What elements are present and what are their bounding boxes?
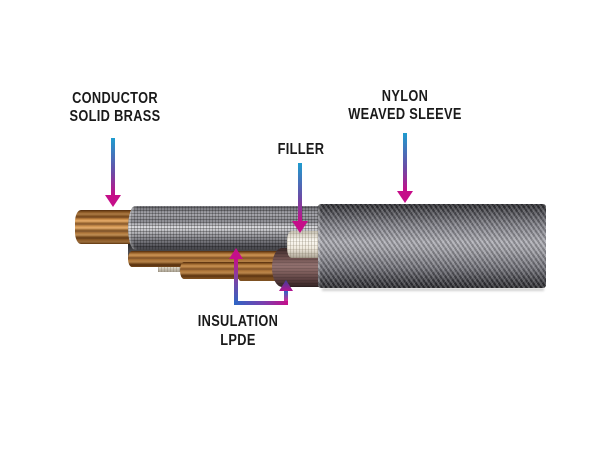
insulation-left-arrow-up-icon xyxy=(229,248,243,259)
label-nylon-line2: WEAVED SLEEVE xyxy=(348,106,462,123)
label-insulation-lpde: INSULATION LPDE xyxy=(158,312,318,350)
filler-arrow-shaft xyxy=(298,163,302,221)
label-conductor-line2: SOLID BRASS xyxy=(69,108,161,125)
label-filler: FILLER xyxy=(251,141,351,159)
insulation-bracket-line xyxy=(234,301,288,305)
label-conductor-line1: CONDUCTOR xyxy=(72,90,158,107)
nylon-arrow-shaft xyxy=(403,133,407,191)
label-nylon-weaved-sleeve: NYLON WEAVED SLEEVE xyxy=(320,88,490,124)
label-insulation-line2: LPDE xyxy=(220,332,256,349)
nylon-arrow-down-icon xyxy=(397,191,413,203)
brass-conductor-strands xyxy=(75,210,132,244)
conductor-arrow-down-icon xyxy=(105,195,121,207)
label-filler-line1: FILLER xyxy=(277,141,325,158)
cable-drop-shadow xyxy=(322,288,544,291)
label-insulation-line1: INSULATION xyxy=(197,313,279,330)
nylon-weaved-outer-sleeve xyxy=(318,204,546,288)
insulation-left-arrow-shaft xyxy=(234,259,238,305)
insulation-right-arrow-up-icon xyxy=(279,280,293,291)
insulation-right-arrow-shaft xyxy=(284,291,288,301)
filler-cord xyxy=(287,231,322,258)
conductor-arrow-shaft xyxy=(111,138,115,195)
label-nylon-line1: NYLON xyxy=(381,88,429,105)
label-conductor-solid-brass: CONDUCTOR SOLID BRASS xyxy=(35,90,195,126)
